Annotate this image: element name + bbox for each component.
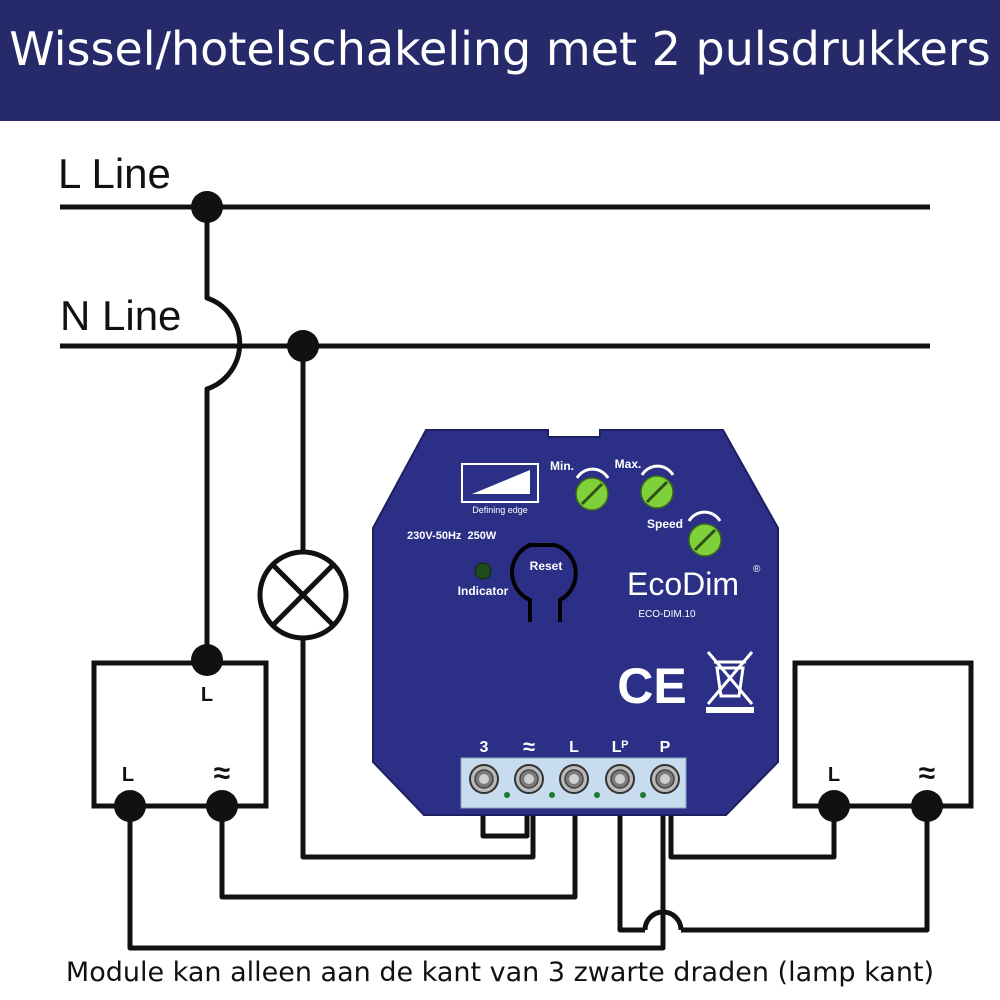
speed-label: Speed [647, 517, 683, 531]
lp-right-wire [681, 806, 930, 933]
speed-knob [688, 523, 722, 557]
model-label: ECO-DIM.10 [638, 609, 696, 620]
right-switch-l: L [828, 764, 840, 786]
brand-logo: EcoDim [627, 566, 739, 602]
terminal-screw [514, 764, 544, 794]
max-knob [640, 475, 674, 509]
terminal-screw [559, 764, 589, 794]
lamp-symbol [257, 549, 349, 641]
terminal-block [460, 757, 687, 809]
left-switch-pulse: ≈ [214, 757, 230, 790]
min-label: Min. [550, 459, 574, 473]
terminal-label-p: P [660, 739, 671, 756]
terminal-screw [469, 764, 499, 794]
lp-wire [617, 806, 645, 933]
left-switch-traveler-wire [219, 806, 578, 900]
l-line-label: L Line [58, 150, 171, 197]
terminal-screw [650, 764, 680, 794]
brand-registered: ® [753, 564, 761, 575]
p-wire [668, 806, 837, 860]
terminal-screw [605, 764, 635, 794]
right-switch-pulse: ≈ [919, 757, 935, 790]
left-switch-l: L [122, 764, 134, 786]
terminal-label-lp: Lᴾ [612, 739, 629, 756]
min-knob [575, 477, 609, 511]
terminal-labels: 3 ≈ L Lᴾ P [480, 734, 671, 759]
indicator-label: Indicator [458, 584, 509, 598]
defining-edge-label: Defining edge [472, 505, 528, 515]
terminal-separator-dots [504, 792, 646, 798]
module-body [372, 429, 779, 816]
ramp-label: R,C [517, 493, 531, 502]
footer-note: Module kan alleen aan de kant van 3 zwar… [65, 957, 935, 988]
ce-mark: CE [617, 658, 686, 714]
title-banner: Wissel/hotelschakeling met 2 pulsdrukker… [0, 0, 1000, 121]
indicator-led [474, 562, 492, 580]
n-line-label: N Line [60, 292, 181, 339]
reset-label: Reset [530, 559, 563, 573]
terminal-label-3: 3 [480, 739, 489, 756]
l-junction-dot [191, 191, 223, 223]
terminal-label-l: L [569, 739, 579, 756]
wires [127, 207, 930, 951]
lamp-to-module-wire [300, 638, 536, 860]
page-title: Wissel/hotelschakeling met 2 pulsdrukker… [9, 22, 991, 76]
terminal-bridge-wire [480, 806, 530, 839]
weee-bin-icon [706, 651, 754, 713]
left-push-button: L L ≈ [91, 644, 269, 822]
right-push-button: L ≈ [792, 660, 974, 822]
left-switch-l-wire [127, 806, 666, 951]
ramp-icon [461, 463, 539, 503]
reset-loop-icon [509, 543, 578, 622]
terminal-label-pulse: ≈ [523, 734, 535, 759]
max-label: Max. [615, 457, 642, 471]
dimmer-module: R,C Defining edge Min. Max. Speed 230V-5… [372, 429, 779, 816]
n-junction-dot [287, 330, 319, 362]
left-switch-top-l: L [201, 684, 213, 706]
rating-label: 230V-50Hz 250W [407, 530, 497, 542]
l-feed-wire [204, 207, 243, 660]
